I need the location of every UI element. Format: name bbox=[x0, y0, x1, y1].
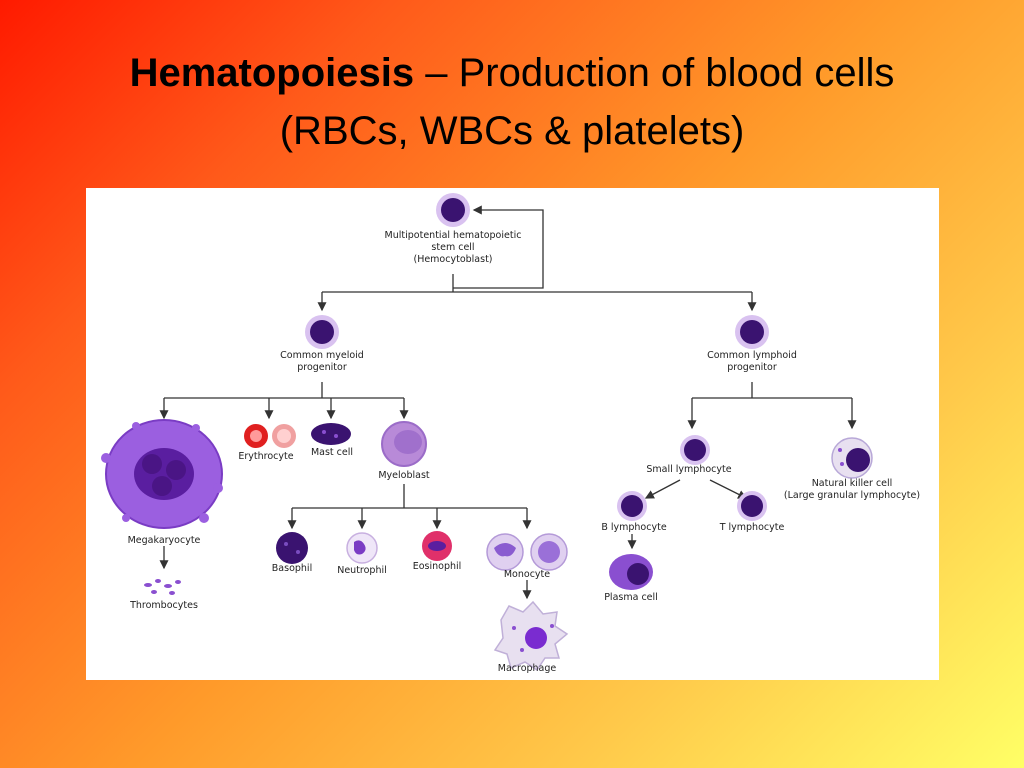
thrombocytes-cells bbox=[144, 579, 181, 595]
stem-cell-label-3: (Hemocytoblast) bbox=[413, 254, 492, 265]
slide-title: Hematopoiesis – Production of blood cell… bbox=[0, 44, 1024, 160]
erythrocyte-cells bbox=[244, 424, 296, 448]
plasma-cell bbox=[609, 554, 653, 590]
stem-cell bbox=[436, 193, 470, 227]
lymphoid-progenitor-cell bbox=[735, 315, 769, 349]
eosinophil-cell bbox=[422, 531, 452, 561]
erythrocyte-label: Erythrocyte bbox=[238, 451, 293, 462]
thrombocytes-label: Thrombocytes bbox=[129, 600, 198, 611]
megakaryocyte-label: Megakaryocyte bbox=[128, 535, 201, 546]
monocyte-label: Monocyte bbox=[504, 569, 550, 580]
lymphoid-label-2: progenitor bbox=[727, 362, 777, 373]
mast-cell bbox=[311, 423, 351, 445]
lymphoid-label-1: Common lymphoid bbox=[707, 350, 797, 361]
small-lymphocyte-label: Small lymphocyte bbox=[646, 464, 731, 475]
mast-cell-label: Mast cell bbox=[311, 447, 353, 458]
eosinophil-label: Eosinophil bbox=[413, 561, 462, 572]
natural-killer-label-1: Natural killer cell bbox=[812, 478, 893, 489]
myeloblast-label: Myeloblast bbox=[378, 470, 430, 481]
stem-cell-label-2: stem cell bbox=[431, 242, 474, 253]
hematopoiesis-diagram: Multipotential hematopoietic stem cell (… bbox=[101, 193, 920, 674]
myeloblast-cell bbox=[381, 421, 427, 467]
macrophage-cell bbox=[493, 600, 569, 672]
diagram-panel: Multipotential hematopoietic stem cell (… bbox=[86, 188, 939, 680]
title-line-2: (RBCs, WBCs & platelets) bbox=[279, 109, 745, 153]
megakaryocyte-cell bbox=[101, 419, 223, 529]
neutrophil-cell bbox=[346, 532, 378, 564]
connector-lines bbox=[159, 205, 857, 600]
small-lymphocyte-cell bbox=[680, 435, 710, 465]
title-bold: Hematopoiesis bbox=[129, 51, 415, 95]
macrophage-label: Macrophage bbox=[498, 663, 557, 674]
basophil-cell bbox=[276, 532, 308, 564]
b-lymphocyte-label: B lymphocyte bbox=[601, 522, 666, 533]
basophil-label: Basophil bbox=[272, 563, 312, 574]
myeloid-label-1: Common myeloid bbox=[280, 350, 364, 361]
plasma-cell-label: Plasma cell bbox=[604, 592, 658, 603]
stem-cell-label-1: Multipotential hematopoietic bbox=[385, 230, 522, 241]
monocyte-cells bbox=[486, 533, 568, 571]
title-line-1: Hematopoiesis – Production of blood cell… bbox=[0, 44, 1024, 102]
natural-killer-cell bbox=[831, 437, 873, 479]
myeloid-label-2: progenitor bbox=[297, 362, 347, 373]
b-lymphocyte-cell bbox=[617, 491, 647, 521]
neutrophil-label: Neutrophil bbox=[337, 565, 387, 576]
t-lymphocyte-cell bbox=[737, 491, 767, 521]
t-lymphocyte-label: T lymphocyte bbox=[719, 522, 785, 533]
myeloid-progenitor-cell bbox=[305, 315, 339, 349]
natural-killer-label-2: (Large granular lymphocyte) bbox=[784, 490, 920, 501]
title-rest: – Production of blood cells bbox=[414, 51, 895, 95]
